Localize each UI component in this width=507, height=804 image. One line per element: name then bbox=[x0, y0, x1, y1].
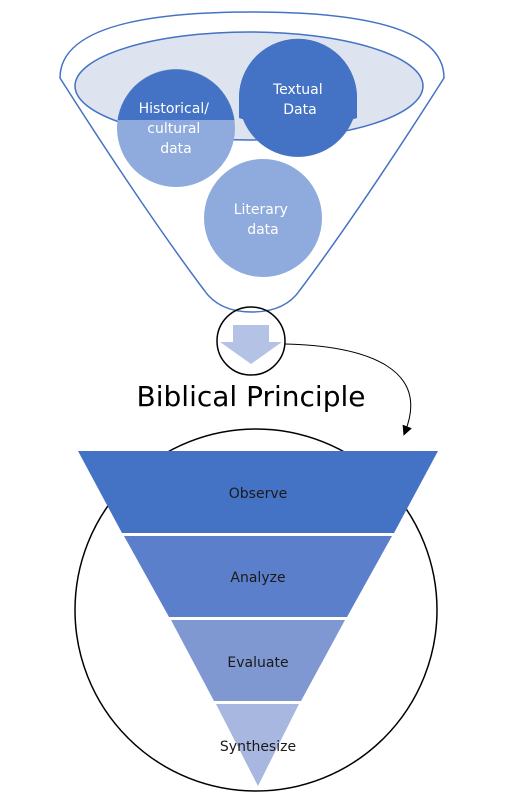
funnel: Historical/ cultural data Textual Data L… bbox=[59, 11, 445, 313]
pyramid-circle bbox=[74, 428, 438, 792]
bubble-literary-line-2: data bbox=[247, 222, 279, 238]
bubble-literary-circle bbox=[204, 159, 322, 277]
stage-synthesize bbox=[216, 704, 299, 786]
stage-observe-label: Observe bbox=[229, 486, 287, 502]
bubble-historical: Historical/ cultural data bbox=[117, 69, 235, 187]
bubble-textual-top bbox=[239, 39, 357, 128]
bubble-historical-line-2: cultural bbox=[147, 121, 200, 137]
inverted-pyramid: Observe Analyze Evaluate Synthesize bbox=[78, 451, 438, 786]
bubble-historical-line-1: Historical/ bbox=[139, 101, 210, 117]
svg-text:Literary data: Literary data bbox=[234, 202, 293, 238]
bubble-textual: Textual Data bbox=[238, 38, 358, 157]
bubble-historical-line-3: data bbox=[160, 141, 192, 157]
bubble-textual-line-1: Textual bbox=[272, 82, 323, 98]
svg-text:Historical/ cultural: Historical/ cultural data bbox=[139, 101, 214, 157]
bubble-literary: Literary data bbox=[204, 159, 322, 277]
heading-title: Biblical Principle bbox=[137, 380, 366, 413]
stage-observe bbox=[78, 451, 438, 533]
stage-synthesize-label: Synthesize bbox=[220, 739, 296, 755]
stage-evaluate-label: Evaluate bbox=[227, 655, 288, 671]
bubble-literary-line-1: Literary bbox=[234, 202, 288, 218]
stage-evaluate bbox=[171, 620, 345, 701]
connector-arrow bbox=[284, 343, 412, 436]
bubble-textual-line-2: Data bbox=[283, 102, 316, 118]
bubble-historical-upper bbox=[117, 69, 235, 120]
down-arrow-group bbox=[216, 306, 286, 376]
stage-analyze bbox=[124, 536, 392, 617]
svg-text:Textual Data: Textual Data bbox=[272, 82, 327, 118]
down-arrow-ring bbox=[216, 306, 286, 376]
down-arrow-icon bbox=[220, 325, 282, 364]
stage-analyze-label: Analyze bbox=[230, 570, 285, 586]
